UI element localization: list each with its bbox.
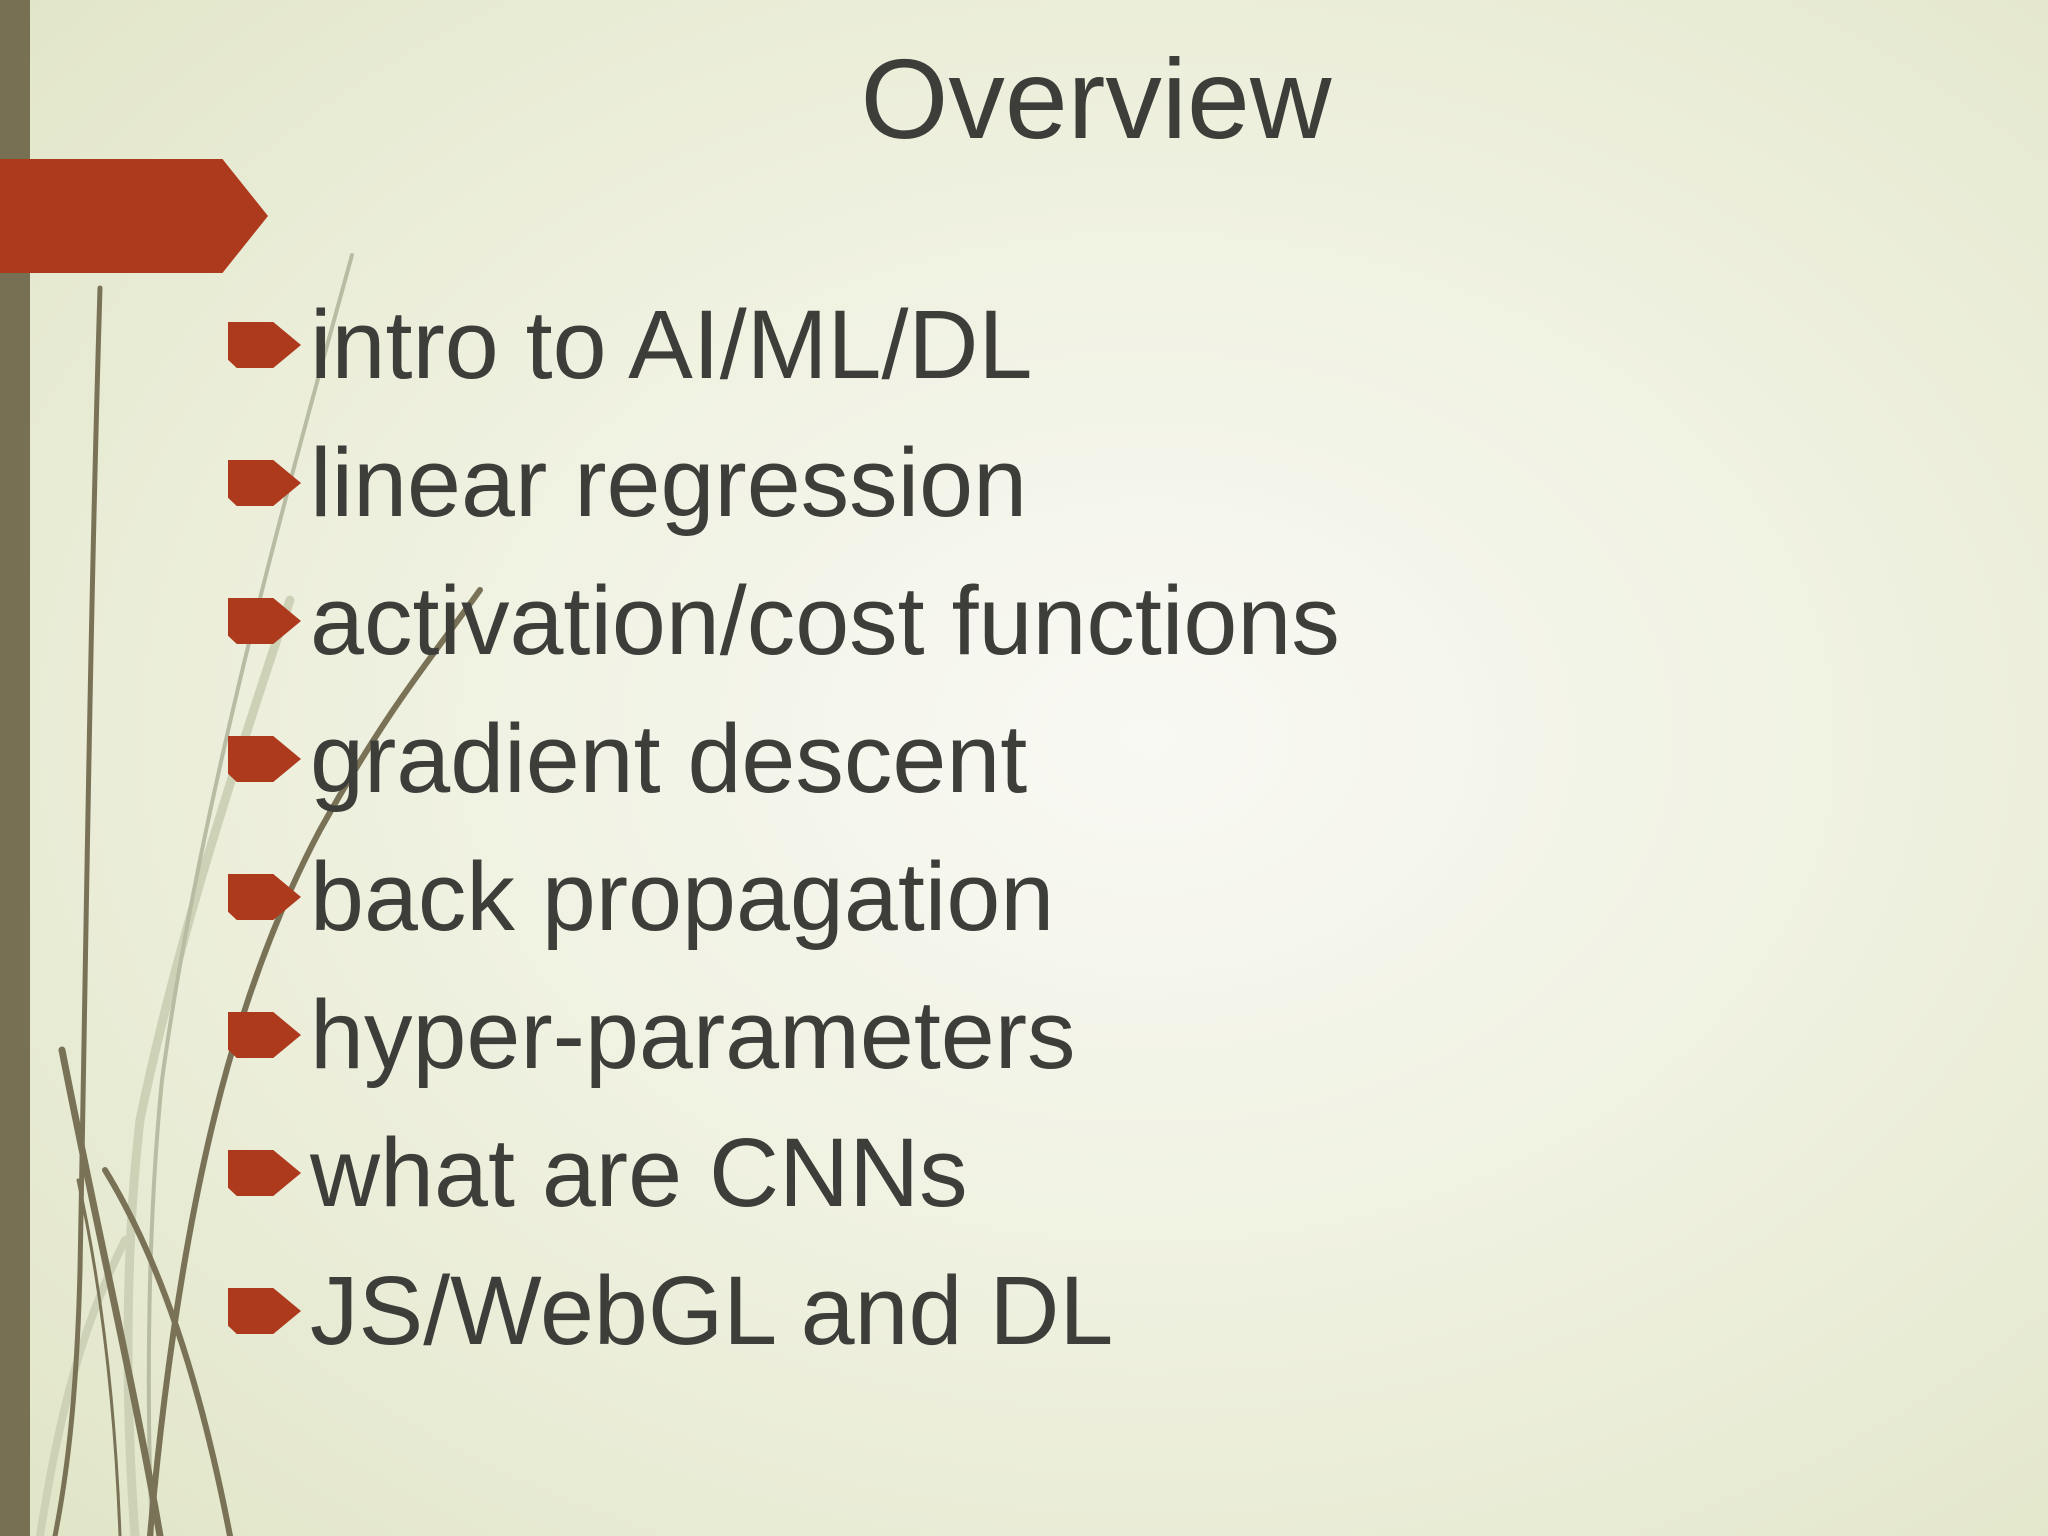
- bullet-text: hyper-parameters: [310, 980, 1076, 1089]
- list-item: activation/cost functions: [228, 552, 1340, 690]
- bullet-text: gradient descent: [310, 704, 1028, 813]
- bullet-text: back propagation: [310, 842, 1055, 951]
- grass-blade-icon: [58, 1046, 164, 1536]
- grass-blade-icon: [36, 1236, 129, 1536]
- arrow-bullet-icon: [228, 1288, 301, 1334]
- grass-blade-icon: [76, 1178, 122, 1536]
- list-item: what are CNNs: [228, 1104, 1340, 1242]
- arrow-bullet-icon: [228, 598, 301, 644]
- list-item: hyper-parameters: [228, 966, 1340, 1104]
- list-item: gradient descent: [228, 690, 1340, 828]
- list-item: JS/WebGL and DL: [228, 1242, 1340, 1380]
- grass-blade-icon: [102, 1167, 233, 1536]
- arrow-bullet-icon: [228, 1012, 301, 1058]
- list-item: intro to AI/ML/DL: [228, 276, 1340, 414]
- bullet-text: intro to AI/ML/DL: [310, 290, 1033, 399]
- accent-arrow: [0, 159, 268, 273]
- arrow-bullet-icon: [228, 736, 301, 782]
- bullet-text: linear regression: [310, 428, 1028, 537]
- list-item: linear regression: [228, 414, 1340, 552]
- bullet-text: activation/cost functions: [310, 566, 1340, 675]
- arrow-bullet-icon: [228, 460, 301, 506]
- bullet-text: JS/WebGL and DL: [310, 1256, 1114, 1365]
- arrow-bullet-icon: [228, 322, 301, 368]
- arrow-bullet-icon: [228, 1150, 301, 1196]
- bullet-text: what are CNNs: [310, 1118, 968, 1227]
- slide-title: Overview: [860, 36, 1332, 162]
- arrow-bullet-icon: [228, 874, 301, 920]
- grass-blade-icon: [52, 285, 103, 1536]
- bullet-list: intro to AI/ML/DL linear regression acti…: [228, 276, 1340, 1380]
- list-item: back propagation: [228, 828, 1340, 966]
